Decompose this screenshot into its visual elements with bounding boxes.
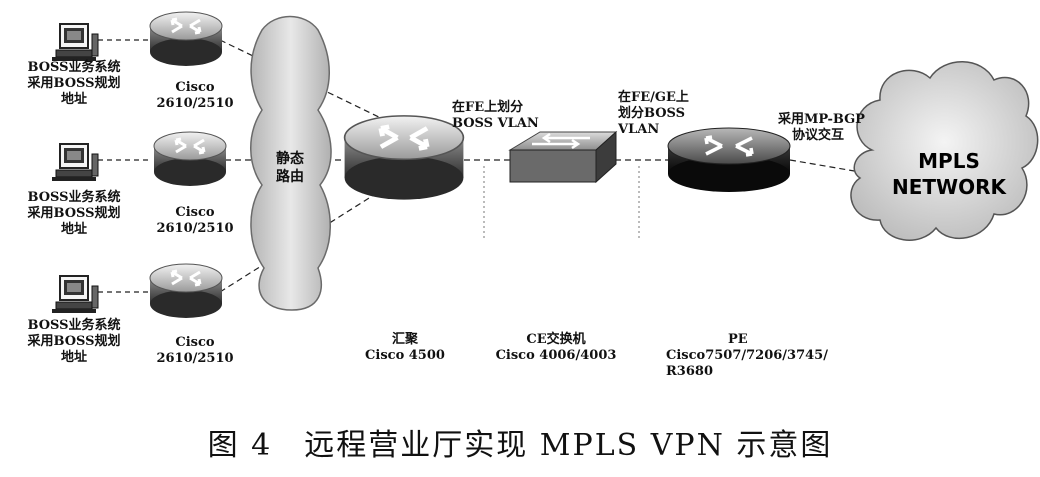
fe-vlan-annotation: 在FE上划分 BOSS VLAN: [452, 100, 539, 131]
computer-icon: [51, 143, 99, 182]
static-route-cloud: [250, 15, 332, 311]
host-label: BOSS业务系统 采用BOSS规划 地址: [27, 190, 121, 237]
mpls-cloud: MPLS NETWORK: [850, 61, 1039, 241]
computer-icon: [51, 23, 99, 62]
static-route-label: 静态 路由: [276, 151, 304, 185]
ce-switch-label: CE交换机 Cisco 4006/4003: [495, 332, 617, 363]
computer-icon: [51, 275, 99, 314]
router-label: Cisco 2610/2510: [156, 80, 234, 111]
router-icon: [148, 10, 224, 68]
router-icon: [152, 130, 228, 188]
router-label: Cisco 2610/2510: [156, 335, 234, 366]
fege-vlan-annotation: 在FE/GE上 划分BOSS VLAN: [618, 90, 689, 137]
pe-router-icon: [667, 127, 791, 192]
router-label: Cisco 2610/2510: [156, 205, 234, 236]
aggregation-label: 汇聚 Cisco 4500: [365, 332, 445, 363]
host-label: BOSS业务系统 采用BOSS规划 地址: [27, 60, 121, 107]
host-label: BOSS业务系统 采用BOSS规划 地址: [27, 318, 121, 365]
aggregation-router-icon: [345, 116, 464, 200]
guide-lines: [483, 166, 640, 240]
mpbgp-annotation: 采用MP-BGP 协议交互: [778, 112, 865, 143]
mpls-cloud-label-1: MPLS: [918, 149, 980, 173]
switch-icon: [508, 130, 618, 184]
router-icon: [148, 262, 224, 320]
pe-label: PE Cisco7507/7206/3745/ R3680: [666, 332, 828, 379]
figure-caption: 图 4 远程营业厅实现 MPLS VPN 示意图: [207, 428, 833, 463]
mpls-cloud-label-2: NETWORK: [892, 175, 1008, 199]
network-diagram: MPLS NETWORK: [51, 10, 1039, 320]
